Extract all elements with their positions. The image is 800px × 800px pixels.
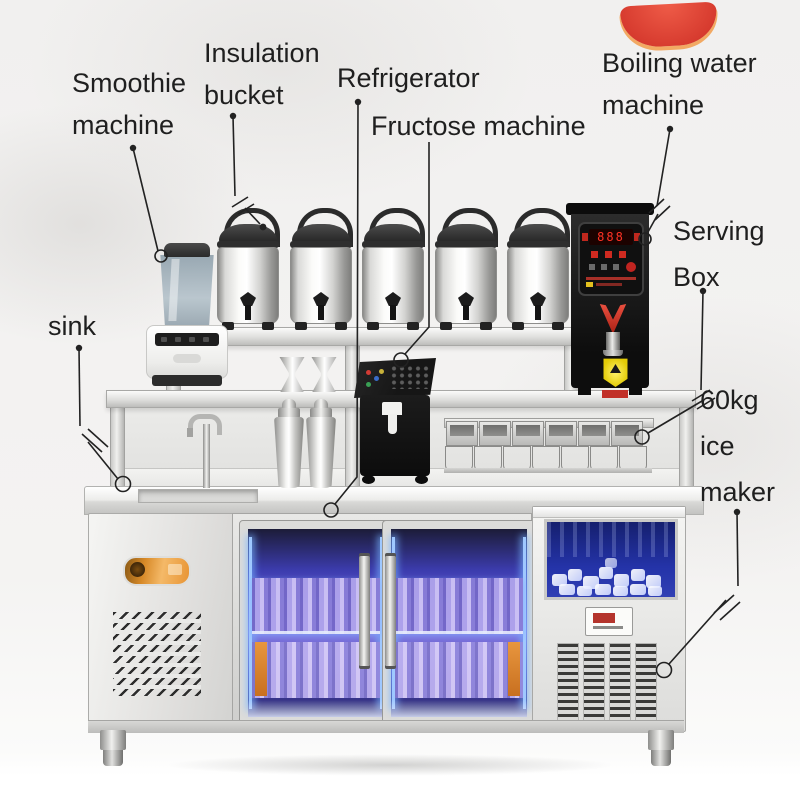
label-insulation-bucket: Insulation bucket: [204, 38, 320, 110]
ice-cube: [577, 586, 592, 596]
fructose-spout: [382, 402, 402, 415]
label-sink: sink: [48, 311, 97, 341]
cabinet-vents: [113, 612, 201, 696]
label-refrigerator: Refrigerator: [337, 63, 480, 93]
blender-jar: [160, 255, 214, 327]
shelf-post: [679, 406, 694, 490]
fridge-handle-right: [385, 556, 396, 666]
ice-cube: [552, 574, 567, 586]
insulation-bucket: [216, 208, 280, 330]
insulation-bucket: [434, 208, 498, 330]
jigger: [279, 357, 305, 392]
boiler-power-button: [626, 262, 636, 272]
faucet: [188, 414, 222, 435]
blender-controls: [155, 333, 219, 346]
bucket-tap: [313, 292, 329, 306]
bucket-lid: [509, 224, 567, 246]
insulation-bucket: [289, 208, 353, 330]
ice-maker-vent: [557, 643, 579, 723]
fridge-door-right: [382, 520, 536, 726]
serving-bin: [545, 421, 577, 446]
cabinet-badge: [123, 556, 191, 586]
boiler-led-display: 888: [589, 229, 633, 245]
serving-bin: [512, 421, 544, 446]
bucket-tap: [458, 292, 474, 306]
jigger: [311, 357, 337, 392]
ice-maker: [532, 506, 686, 732]
refrigerator: [232, 513, 536, 726]
ice-maker-vent: [609, 643, 631, 723]
blender-base: [146, 325, 228, 379]
boiling-water-machine: 888: [566, 203, 654, 398]
ice-cube: [646, 575, 661, 588]
unit-base: [88, 720, 684, 733]
ice-cube: [559, 584, 575, 595]
label-serving-box: Serving Box: [673, 216, 765, 292]
ice-cube: [648, 586, 662, 596]
drink-cans-shelf: [252, 577, 380, 634]
cocktail-shaker: [306, 399, 336, 488]
floor-shadow: [80, 750, 700, 780]
warning-shield-sticker: [603, 358, 628, 387]
ice-cube: [605, 558, 617, 568]
faucet-pipe: [203, 424, 210, 488]
ice-cube: [595, 584, 611, 595]
ice-cube: [630, 584, 646, 595]
blender-lid: [164, 243, 210, 257]
ice-cube: [568, 569, 582, 581]
smoothie-machine: [138, 243, 234, 393]
serving-bin: [611, 421, 643, 446]
ice-cube: [599, 567, 613, 579]
label-boiling-water-machine: Boiling water machine: [602, 48, 757, 120]
ice-maker-panel: [585, 607, 633, 636]
fructose-machine: [354, 358, 436, 484]
bucket-tap: [385, 292, 401, 306]
under-counter-cabinet: [88, 513, 234, 725]
label-fructose-machine: Fructose machine: [371, 111, 586, 141]
bucket-tap: [530, 292, 546, 306]
serving-bin: [578, 421, 610, 446]
drink-cans-shelf: [252, 641, 380, 699]
label-ice-maker: 60kg ice maker: [700, 385, 776, 507]
label-smoothie-machine: Smoothie machine: [72, 68, 187, 140]
serving-bin: [446, 421, 478, 446]
orange-can: [508, 641, 520, 697]
drink-cans-shelf: [395, 577, 523, 634]
cocktail-shaker: [274, 399, 304, 488]
boiler-spout: [606, 332, 620, 352]
boiler-tap-handle: [599, 304, 627, 334]
insulation-bucket: [361, 208, 425, 330]
ice-cube: [613, 586, 628, 596]
drink-cans-shelf: [395, 641, 523, 699]
serving-bin: [479, 421, 511, 446]
fridge-handle-left: [359, 556, 370, 666]
shelf-post: [110, 406, 125, 490]
bucket-tap: [240, 292, 256, 306]
sink-basin: [138, 489, 258, 503]
ice-maker-vent: [635, 643, 657, 723]
faucet-spout: [187, 428, 193, 437]
insulation-bucket: [506, 208, 570, 330]
serving-box: [444, 418, 654, 473]
ice-cube: [631, 569, 645, 581]
boiler-control-panel: 888: [578, 222, 644, 296]
bucket-lid: [437, 224, 495, 246]
ice-cube: [614, 574, 629, 587]
ice-window: [544, 519, 678, 600]
ice-maker-vent: [583, 643, 605, 723]
orange-can: [255, 641, 267, 697]
